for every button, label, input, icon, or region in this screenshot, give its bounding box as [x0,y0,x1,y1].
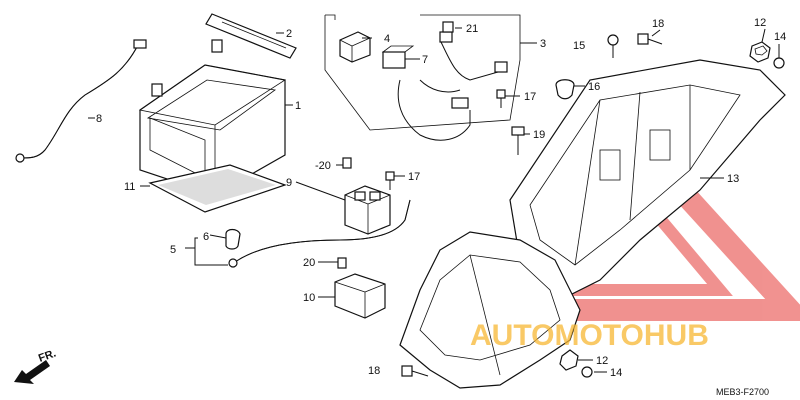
watermark-brand: AUTOMOTOHUB [470,319,709,352]
battery-strap [205,13,297,59]
bolt-17-lower [385,171,395,190]
negative-cable [15,39,147,163]
fuse-20-lower [337,257,347,269]
nut-14-top [773,57,785,69]
drawing-code: MEB3-F2700 [716,387,769,397]
positive-cable [228,199,411,268]
grommet-12-top [749,41,771,63]
front-arrow: FR. [14,347,58,384]
callout-13: 13 [727,173,739,185]
callout-9: 9 [286,177,292,189]
fuse-20-upper [342,157,352,169]
bolt-19 [511,126,525,155]
nut-14-bottom [581,366,593,378]
fuse-21 [442,21,454,33]
callout-21: 21 [466,23,478,35]
callout-20-lower: 20 [303,257,315,269]
wire-harness [397,31,508,141]
rear-fender-lower [399,231,581,389]
callout-3: 3 [540,38,546,50]
callout-14-top: 14 [774,31,786,43]
callout-12-bottom: 12 [596,355,608,367]
callout-17-lower: 17 [408,171,420,183]
callout-11: 11 [124,181,135,193]
watermark-text: AUTOMOTOHUB [470,319,709,352]
callout-6: 6 [203,231,209,243]
callout-12-top: 12 [754,17,766,29]
bolt-17-top [496,89,506,108]
relay-7 [381,45,415,69]
grommet-16 [555,79,575,100]
callout-20-upper: -20 [315,160,331,172]
bolt-18-top [637,33,663,45]
callout-10: 10 [303,292,315,304]
callout-8: 8 [96,113,102,125]
callout-4: 4 [384,33,390,45]
callout-14-bottom: 14 [610,367,622,379]
terminal-cap [225,228,241,250]
callout-18-top: 18 [652,18,664,30]
leader-lines [88,27,780,373]
grommet-12-bottom [559,349,579,371]
battery-pad [148,164,287,213]
front-arrow-label: FR. [37,347,58,364]
callout-18-bottom: 18 [368,365,380,377]
starter-relay [344,185,391,235]
callout-1: 1 [295,100,301,112]
bolt-18-bottom [401,365,429,377]
callout-2: 2 [286,28,292,40]
callout-16: 16 [588,81,600,93]
group-bracket-3 [325,14,336,20]
fuse-box [334,273,386,319]
callout-17-top: 17 [524,91,536,103]
callout-labels: 1 2 3 4 5 6 7 8 9 10 11 12 12 13 14 14 1… [96,17,786,379]
relay-cover [339,31,371,63]
callout-15: 15 [573,40,585,52]
callout-19: 19 [533,129,545,141]
callout-7: 7 [422,54,428,66]
bolt-15-top [607,34,619,58]
battery [138,39,287,196]
callout-5: 5 [170,244,176,256]
